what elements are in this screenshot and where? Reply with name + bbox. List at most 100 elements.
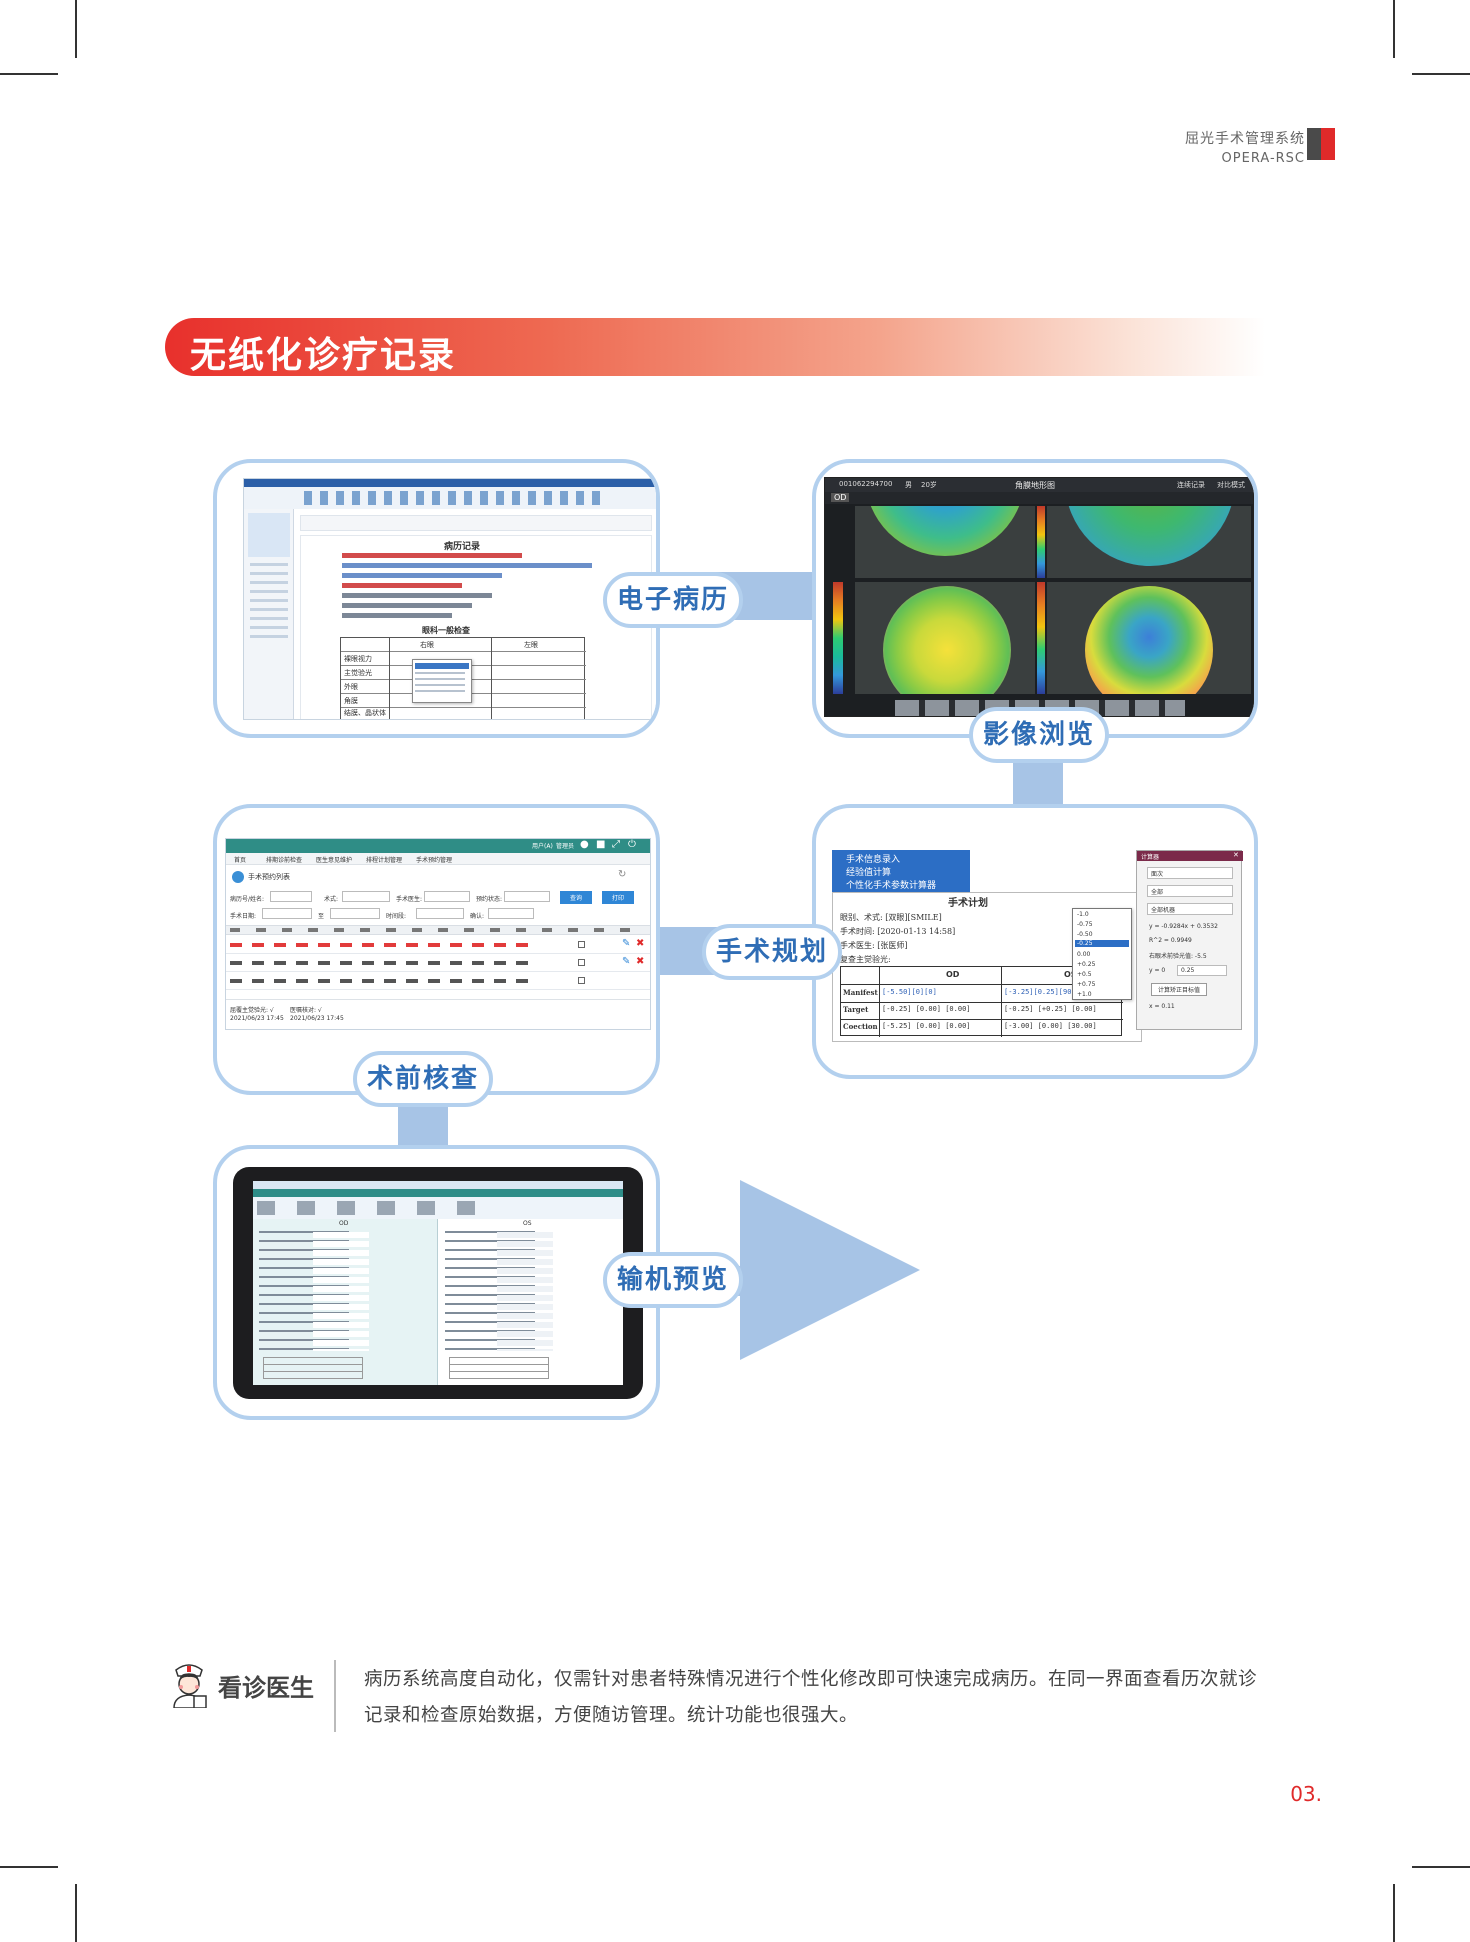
imaging-eye-label: OD — [831, 493, 850, 502]
dropdown-option[interactable]: +0.5 — [1077, 971, 1092, 978]
date-from-input[interactable] — [262, 908, 312, 919]
panel-preview: OD OS — [213, 1145, 660, 1420]
user-icon[interactable]: ● — [580, 839, 589, 850]
plan-menu-item[interactable]: 手术信息录入 — [846, 855, 901, 865]
plan-menu-item[interactable]: 个性化手术参数计算器 — [846, 881, 937, 891]
calc-select[interactable] — [1147, 903, 1233, 915]
date-to-input[interactable] — [330, 908, 380, 919]
edit-icon[interactable]: ✎ — [622, 956, 631, 967]
calc-y-select[interactable] — [1177, 965, 1227, 976]
footer-label: 看诊医生 — [218, 1674, 314, 1702]
filter-name-input[interactable] — [270, 891, 312, 902]
tab-booking[interactable]: 手术预约管理 — [416, 857, 453, 864]
plan-row-label: Coection — [843, 1022, 878, 1031]
imaging-gender: 男 — [905, 481, 912, 489]
calc-select[interactable] — [1147, 867, 1233, 879]
plan-cell: [-5.25] [0.00] [0.00] — [882, 1022, 971, 1030]
dropdown-option-selected[interactable]: -0.25 — [1075, 940, 1129, 947]
plan-field: 手术时间: [2020-01-13 14:58] — [840, 927, 956, 936]
calc-select[interactable] — [1147, 885, 1233, 897]
print-button[interactable]: 打印 — [602, 891, 635, 904]
shirt-icon[interactable]: ■ — [596, 839, 606, 850]
plan-title: 手术计划 — [948, 898, 988, 909]
crop-mark — [0, 1866, 58, 1868]
emr-row-label: 角膜 — [344, 697, 358, 705]
fullscreen-icon[interactable]: ⤢ — [612, 839, 620, 850]
delete-icon[interactable]: ✖ — [636, 938, 645, 949]
dropdown-option[interactable]: -0.75 — [1077, 921, 1093, 928]
filter-label: 确认: — [470, 913, 485, 920]
calc-y: y = 0 — [1149, 967, 1166, 974]
preview-os-label: OS — [523, 1220, 532, 1227]
table-row[interactable]: ✎ ✖ — [226, 954, 650, 972]
filter-doctor-select[interactable] — [424, 891, 470, 902]
plan-menu: 手术信息录入 经验值计算 个性化手术参数计算器 — [832, 850, 970, 892]
calc-input-label: 右眼术前验光值: -5.5 — [1149, 953, 1207, 960]
dropdown-option[interactable]: +0.75 — [1077, 981, 1096, 988]
plan-cell: [-0.25] [0.00] [0.00] — [882, 1005, 971, 1013]
target-dropdown[interactable]: -1.0 -0.75 -0.50 -0.25 0.00 +0.25 +0.5 +… — [1072, 908, 1132, 1000]
dropdown-option[interactable]: +1.0 — [1077, 991, 1092, 998]
check-icon[interactable] — [578, 977, 585, 984]
checklist-footer: 2021/06/23 17:45 — [290, 1015, 344, 1022]
power-icon[interactable]: ⏻ — [628, 839, 636, 850]
plan-field: 复查主觉验光: — [840, 955, 891, 964]
edit-icon[interactable]: ✎ — [622, 938, 631, 949]
calc-value: 全部机器 — [1151, 907, 1176, 914]
imaging-patient-id: 001062294700 — [839, 480, 893, 488]
crop-mark — [0, 73, 58, 75]
compare-button[interactable]: 对比模式 — [1217, 481, 1245, 489]
brand-name-en: OPERA-RSC — [1221, 151, 1305, 166]
panel-checklist: 用户(A) 管理员 ● ■ ⤢ ⏻ 首页 排期诊前检查 医生意见维护 排程计划管… — [213, 804, 660, 1095]
crop-mark — [1393, 1884, 1395, 1942]
dropdown-option[interactable]: 0.00 — [1077, 951, 1091, 958]
table-header-cells — [230, 928, 640, 932]
plan-menu-item[interactable]: 经验值计算 — [846, 868, 892, 878]
confirm-select[interactable] — [488, 908, 534, 919]
dropdown-option[interactable]: -1.0 — [1077, 911, 1089, 918]
imaging-age: 20岁 — [921, 481, 937, 489]
footer-text: 病历系统高度自动化，仅需针对患者特殊情况进行个性化修改即可快速完成病历。在同一界… — [364, 1669, 1258, 1726]
topography-map — [1047, 506, 1251, 578]
filter-label: 至 — [318, 913, 325, 920]
tab-schedule[interactable]: 排程计划管理 — [366, 857, 403, 864]
filter-status-select[interactable] — [504, 891, 550, 902]
refresh-icon[interactable]: ↻ — [618, 869, 627, 880]
calc-button[interactable]: 计算矫正目标值 — [1151, 983, 1208, 996]
plan-row-label: Target — [843, 1005, 869, 1014]
plan-col-od: OD — [946, 970, 960, 979]
delete-icon[interactable]: ✖ — [636, 956, 645, 967]
brand-logo-icon — [1307, 128, 1335, 160]
table-row[interactable] — [226, 972, 650, 990]
plan-row-label: Manifest — [843, 988, 878, 997]
step-label-planning: 手术规划 — [702, 924, 842, 980]
checklist-footer: 2021/06/23 17:45 — [230, 1015, 284, 1022]
emr-heading: 病历记录 — [444, 542, 481, 552]
calc-result: x = 0.11 — [1149, 1003, 1175, 1010]
crop-mark — [1412, 1866, 1470, 1868]
history-button[interactable]: 连续记录 — [1177, 481, 1205, 489]
doctor-icon — [173, 1664, 207, 1708]
page-number: 03. — [1290, 1782, 1322, 1806]
check-icon[interactable] — [578, 959, 585, 966]
dropdown-option[interactable]: +0.25 — [1077, 961, 1096, 968]
check-icon[interactable] — [578, 941, 585, 948]
emr-left-eye: 左眼 — [524, 641, 538, 649]
search-button[interactable]: 查询 — [560, 891, 593, 904]
tab-home[interactable]: 首页 — [234, 857, 247, 864]
tab-advice[interactable]: 医生意见维护 — [316, 857, 353, 864]
dropdown-option[interactable]: -0.50 — [1077, 931, 1093, 938]
tablet-frame: OD OS — [233, 1167, 643, 1399]
filter-surgery-select[interactable] — [342, 891, 390, 902]
period-select[interactable] — [416, 908, 464, 919]
emr-popup-menu[interactable] — [412, 659, 472, 703]
imaging-screenshot: 001062294700 男 20岁 角膜地形图 连续记录 对比模式 OD — [824, 477, 1254, 717]
crop-mark — [1393, 0, 1395, 58]
step-label-checklist: 术前核查 — [353, 1051, 493, 1107]
section-title-bar — [165, 318, 1265, 376]
close-icon[interactable]: ✕ — [1233, 851, 1239, 859]
tab-precheck[interactable]: 排期诊前检查 — [266, 857, 303, 864]
table-row[interactable]: ✎ ✖ — [226, 936, 650, 954]
section-title: 无纸化诊疗记录 — [190, 335, 457, 376]
brand-name-zh: 屈光手术管理系统 — [1185, 131, 1305, 147]
